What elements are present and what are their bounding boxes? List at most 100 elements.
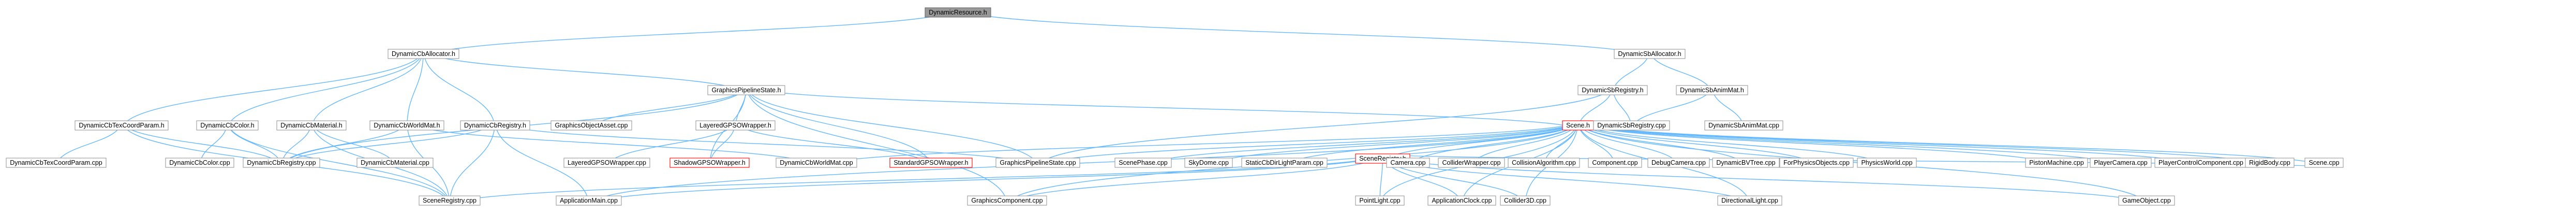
- node-box: [2304, 158, 2344, 168]
- node-box: [1857, 158, 1917, 168]
- node-box: [1577, 85, 1648, 95]
- edge-dynamic-cb-registry-h-to-scene-registry-cpp: [449, 120, 497, 206]
- node-label: Collider3D.cpp: [1504, 197, 1546, 204]
- node-for-physics-objects-cpp[interactable]: ForPhysicsObjects.cpp: [1779, 158, 1854, 168]
- node-dynamic-cb-allocator-h[interactable]: DynamicCbAllocator.h: [388, 49, 459, 59]
- node-rigid-body-cpp[interactable]: RigidBody.cpp: [2245, 158, 2295, 168]
- edges-layer: [55, 7, 2325, 206]
- node-scene-phase-cpp[interactable]: ScenePhase.cpp: [1114, 158, 1172, 168]
- node-box: [243, 158, 320, 168]
- node-label: DynamicSbAnimMat.cpp: [1708, 122, 1779, 129]
- node-player-control-component-cpp[interactable]: PlayerControlComponent.cpp: [2154, 158, 2247, 168]
- node-graphics-pipeline-state-cpp[interactable]: GraphicsPipelineState.cpp: [995, 158, 1080, 168]
- node-collision-algorithm-cpp[interactable]: CollisionAlgorithm.cpp: [1508, 158, 1580, 168]
- edge-graphics-pipeline-state-h-to-graphics-pipeline-state-cpp: [744, 85, 1038, 168]
- node-box: [1508, 158, 1580, 168]
- node-dynamic-cb-material-h[interactable]: DynamicCbMaterial.h: [276, 120, 347, 131]
- node-box: [707, 85, 785, 95]
- edge-dynamic-cb-allocator-h-to-graphics-pipeline-state-h: [421, 49, 747, 95]
- node-dynamic-cb-material-cpp[interactable]: DynamicCbMaterial.cpp: [356, 158, 434, 168]
- node-graphics-object-asset-cpp[interactable]: GraphicsObjectAsset.cpp: [550, 120, 632, 131]
- node-box: [419, 195, 481, 206]
- edge-graphics-pipeline-state-h-to-graphics-component-cpp: [744, 85, 1008, 206]
- node-label: DynamicCbColor.cpp: [169, 159, 230, 166]
- node-dynamic-cb-registry-h[interactable]: DynamicCbRegistry.h: [460, 120, 530, 131]
- node-box: [563, 158, 650, 168]
- node-static-cb-dir-light-param-cpp[interactable]: StaticCbDirLightParam.cpp: [1241, 158, 1328, 168]
- node-graphics-component-cpp[interactable]: GraphicsComponent.cpp: [967, 195, 1047, 206]
- node-graphics-pipeline-state-h[interactable]: GraphicsPipelineState.h: [707, 85, 785, 95]
- node-collider-wrapper-cpp[interactable]: ColliderWrapper.cpp: [1438, 158, 1505, 168]
- node-dynamic-sb-allocator-h[interactable]: DynamicSbAllocator.h: [1614, 49, 1686, 59]
- node-label: PhysicsWorld.cpp: [1861, 159, 1912, 166]
- node-box: [1717, 195, 1782, 206]
- node-application-main-cpp[interactable]: ApplicationMain.cpp: [556, 195, 622, 206]
- node-label: GameObject.cpp: [2122, 197, 2171, 204]
- node-dynamic-bv-tree-cpp[interactable]: DynamicBVTree.cpp: [1712, 158, 1780, 168]
- node-scene-h[interactable]: Scene.h: [1562, 120, 1594, 131]
- node-dynamic-cb-tex-coord-param-h[interactable]: DynamicCbTexCoordParam.h: [75, 120, 169, 131]
- node-dynamic-sb-anim-mat-h[interactable]: DynamicSbAnimMat.h: [1676, 85, 1748, 95]
- node-dynamic-sb-anim-mat-cpp[interactable]: DynamicSbAnimMat.cpp: [1704, 120, 1783, 131]
- node-label: DynamicCbRegistry.h: [464, 122, 526, 129]
- node-dynamic-cb-world-mat-h[interactable]: DynamicCbWorldMat.h: [369, 120, 444, 131]
- node-label: DynamicSbAllocator.h: [1618, 50, 1681, 58]
- edge-dynamic-cb-allocator-h-to-dynamic-cb-world-mat-h: [406, 49, 426, 131]
- node-layered-gpso-wrapper-h[interactable]: LayeredGPSOWrapper.h: [695, 120, 776, 131]
- node-scene-cpp[interactable]: Scene.cpp: [2304, 158, 2344, 168]
- node-dynamic-cb-color-cpp[interactable]: DynamicCbColor.cpp: [165, 158, 234, 168]
- node-dynamic-cb-world-mat-cpp[interactable]: DynamicCbWorldMat.cpp: [776, 158, 857, 168]
- node-box: [1500, 195, 1551, 206]
- node-label: StandardGPSOWrapper.h: [894, 159, 968, 166]
- node-dynamic-cb-tex-coord-param-cpp[interactable]: DynamicCbTexCoordParam.cpp: [6, 158, 107, 168]
- node-label: DynamicCbMaterial.cpp: [361, 159, 429, 166]
- node-dynamic-resource-h[interactable]: DynamicResource.h: [925, 7, 991, 18]
- node-point-light-cpp[interactable]: PointLight.cpp: [1355, 195, 1405, 206]
- node-camera-cpp[interactable]: Camera.cpp: [1386, 158, 1430, 168]
- node-sky-dome-cpp[interactable]: SkyDome.cpp: [1184, 158, 1233, 168]
- node-dynamic-cb-registry-cpp[interactable]: DynamicCbRegistry.cpp: [243, 158, 320, 168]
- edge-dynamic-cb-allocator-h-to-dynamic-cb-color-h: [227, 49, 426, 131]
- node-box: [1427, 195, 1496, 206]
- node-player-camera-cpp[interactable]: PlayerCamera.cpp: [2090, 158, 2152, 168]
- node-collider3d-cpp[interactable]: Collider3D.cpp: [1500, 195, 1551, 206]
- node-box: [75, 120, 169, 131]
- node-label: Scene.h: [1566, 122, 1590, 129]
- node-standard-gpso-wrapper-h[interactable]: StandardGPSOWrapper.h: [889, 158, 973, 168]
- node-label: DynamicCbTexCoordParam.h: [79, 122, 164, 129]
- node-label: DynamicCbAllocator.h: [392, 50, 455, 58]
- node-label: CollisionAlgorithm.cpp: [1512, 159, 1576, 166]
- node-dynamic-sb-registry-cpp[interactable]: DynamicSbRegistry.cpp: [1593, 120, 1670, 131]
- node-debug-camera-cpp[interactable]: DebugCamera.cpp: [1647, 158, 1710, 168]
- node-piston-machine-cpp[interactable]: PistonMachine.cpp: [2025, 158, 2088, 168]
- node-component-cpp[interactable]: Component.cpp: [1588, 158, 1642, 168]
- edge-scene-h-to-application-main-cpp: [588, 120, 1580, 206]
- node-shadow-gpso-wrapper-h[interactable]: ShadowGPSOWrapper.h: [669, 158, 750, 168]
- node-game-object-cpp[interactable]: GameObject.cpp: [2118, 195, 2175, 206]
- edge-dynamic-resource-h-to-dynamic-sb-allocator-h: [956, 7, 1650, 59]
- node-box: [1593, 120, 1670, 131]
- node-label: DynamicCbRegistry.cpp: [247, 159, 316, 166]
- node-layered-gpso-wrapper-cpp[interactable]: LayeredGPSOWrapper.cpp: [563, 158, 650, 168]
- node-directional-light-cpp[interactable]: DirectionalLight.cpp: [1717, 195, 1782, 206]
- node-box: [1241, 158, 1328, 168]
- node-label: ScenePhase.cpp: [1119, 159, 1168, 166]
- node-label: SkyDome.cpp: [1188, 159, 1229, 166]
- node-label: DynamicCbTexCoordParam.cpp: [10, 159, 102, 166]
- node-box: [1647, 158, 1710, 168]
- node-label: ApplicationMain.cpp: [560, 197, 618, 204]
- node-label: Component.cpp: [1592, 159, 1637, 166]
- node-physics-world-cpp[interactable]: PhysicsWorld.cpp: [1857, 158, 1917, 168]
- node-box: [165, 158, 234, 168]
- node-box: [695, 120, 776, 131]
- edge-dynamic-cb-allocator-h-to-dynamic-cb-material-h: [311, 49, 426, 131]
- node-box: [669, 158, 750, 168]
- node-dynamic-cb-color-h[interactable]: DynamicCbColor.h: [196, 120, 259, 131]
- node-scene-registry-cpp[interactable]: SceneRegistry.cpp: [419, 195, 481, 206]
- node-box: [995, 158, 1080, 168]
- node-application-clock-cpp[interactable]: ApplicationClock.cpp: [1427, 195, 1496, 206]
- node-label: RigidBody.cpp: [2249, 159, 2290, 166]
- node-label: ColliderWrapper.cpp: [1442, 159, 1500, 166]
- node-dynamic-sb-registry-h[interactable]: DynamicSbRegistry.h: [1577, 85, 1648, 95]
